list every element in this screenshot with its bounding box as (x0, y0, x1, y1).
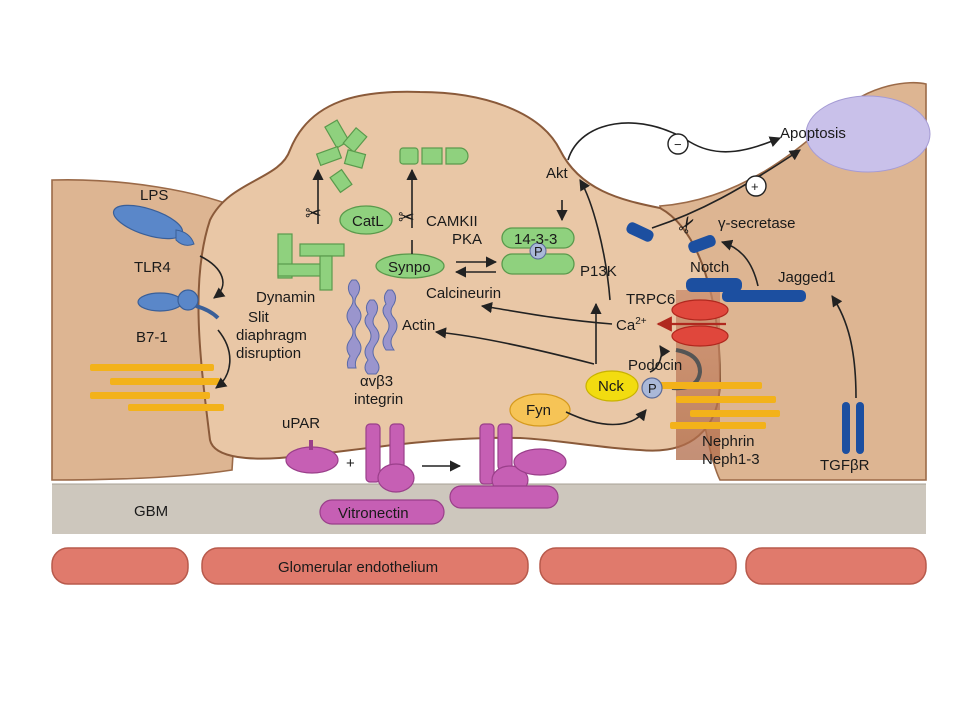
endothelial-cell (745, 547, 927, 585)
label-integrin: integrin (354, 391, 403, 408)
endothelial-cell (539, 547, 737, 585)
scissors-icon: ✂ (305, 203, 322, 225)
arrow-notch-to-apoptosis (651, 149, 801, 229)
trpc6-channel-top (671, 299, 729, 321)
label-upar: uPAR (282, 415, 320, 432)
scissors-icon: ✂ (398, 207, 415, 229)
label-akt: Akt (546, 165, 569, 182)
synaptopodin-fragments-right (399, 147, 469, 165)
label-apoptosis: Apoptosis (780, 125, 846, 142)
phospho-circle (529, 242, 547, 260)
notch-receptor (626, 222, 806, 302)
label-dynamin: Dynamin (256, 289, 315, 306)
label-fyn: Fyn (526, 402, 551, 419)
label-slit-line2: diaphragm (236, 327, 307, 344)
arrow-jagged-to-notch (720, 239, 759, 287)
label-tgfbr: TGFβR (820, 457, 870, 474)
tgfbr-receptor (842, 402, 864, 454)
label-plus-sign: + (346, 455, 355, 472)
fyn-protein (509, 393, 571, 427)
label-catl: CatL (352, 213, 384, 230)
arrow-b71-to-slit (215, 329, 231, 389)
label-vitronectin: Vitronectin (338, 505, 409, 522)
label-phospho-1433: P (534, 244, 543, 259)
label-slit-line1: Slit (248, 309, 270, 326)
actin-filaments (346, 279, 398, 375)
label-synpo: Synpo (388, 259, 431, 276)
slit-diaphragm-left (90, 364, 224, 411)
label-14-3-3: 14-3-3 (514, 231, 557, 248)
label-podocin: Podocin (628, 357, 682, 374)
arrow-pi3k-to-akt (579, 179, 611, 301)
label-tlr4: TLR4 (134, 259, 171, 276)
apoptotic-body (805, 95, 931, 173)
b7-1-receptor (137, 289, 220, 320)
label-ca: Ca2+ (616, 316, 647, 334)
label-minus: − (674, 137, 682, 152)
synpo-protein (375, 253, 445, 279)
label-actin: Actin (402, 317, 435, 334)
catl-protein (339, 205, 393, 235)
label-calcineurin: Calcineurin (426, 285, 501, 302)
label-pka: PKA (452, 231, 482, 248)
synaptopodin-fragments-left (315, 119, 368, 194)
trpc6-channel-bottom (671, 325, 729, 347)
label-endothelium: Glomerular endothelium (278, 559, 438, 576)
label-nck: Nck (598, 378, 624, 395)
activation-circle (745, 175, 767, 197)
arrow-nck-to-actin (434, 327, 595, 365)
endothelial-cell (201, 547, 529, 585)
dynamin-structure (277, 233, 345, 291)
label-avb3: αvβ3 (360, 373, 393, 390)
slit-diaphragm-right (650, 382, 780, 429)
lps-molecule (112, 204, 195, 246)
label-plus: + (751, 179, 759, 194)
label-trpc6: TRPC6 (626, 291, 675, 308)
glomerular-endothelium (51, 547, 927, 585)
endothelial-cell (51, 547, 189, 585)
label-nephrin: Nephrin (702, 433, 755, 450)
arrow-ca-to-calcineurin (480, 302, 613, 325)
arrow-podocin-to-nck (649, 345, 671, 373)
label-b71: B7-1 (136, 329, 168, 346)
label-phospho-nck: P (648, 381, 657, 396)
label-notch: Notch (690, 259, 729, 276)
label-gbm: GBM (134, 503, 168, 520)
arrow-tlr4-to-b71 (199, 255, 226, 299)
phospho-circle (641, 377, 663, 399)
label-slit-line3: disruption (236, 345, 301, 362)
integrin-inactive (365, 423, 415, 493)
vitronectin-block (319, 499, 445, 525)
nck-protein (585, 370, 639, 402)
label-pi3k: P13K (580, 263, 617, 280)
label-jagged1: Jagged1 (778, 269, 836, 286)
integrin-active (449, 423, 567, 509)
inhibition-circle (667, 133, 689, 155)
arrow-tgfbr-to-jagged (831, 295, 857, 399)
label-camkii: CAMKII (426, 213, 478, 230)
arrow-fyn-to-nephrin (565, 409, 647, 426)
main-podocyte (197, 90, 722, 460)
label-lps: LPS (140, 187, 168, 204)
upar-receptor (285, 440, 339, 474)
label-neph1-3: Neph1-3 (702, 451, 760, 468)
label-gamma-secretase: γ-secretase (718, 215, 796, 232)
